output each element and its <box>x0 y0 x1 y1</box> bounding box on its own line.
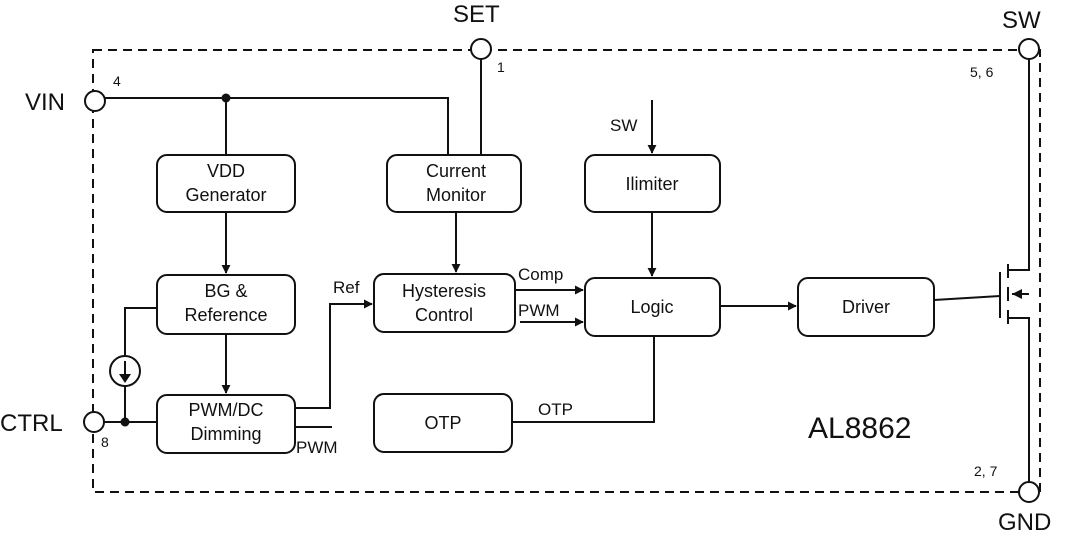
block-pwm-line2: Dimming <box>190 424 261 444</box>
block-logic-label: Logic <box>630 297 673 317</box>
block-ilimiter-label: Ilimiter <box>626 174 679 194</box>
pin-set-terminal <box>470 38 492 60</box>
pin-gnd-number: 2, 7 <box>974 463 998 479</box>
pin-gnd-label: GND <box>998 509 1051 535</box>
wire-vin-bus <box>105 97 449 155</box>
pin-set-label: SET <box>453 1 500 28</box>
current-source-icon <box>109 355 141 387</box>
block-otp-label: OTP <box>424 413 461 433</box>
signal-otp-label: OTP <box>538 400 573 419</box>
block-driver-label: Driver <box>842 297 890 317</box>
junction-ctrl <box>120 417 130 427</box>
block-pwm-line1: PWM/DC <box>189 400 264 420</box>
wire-sw-to-drain <box>1016 58 1030 271</box>
block-logic: Logic <box>584 277 721 337</box>
block-vdd: VDD Generator <box>156 154 296 213</box>
pin-ctrl-number: 8 <box>101 434 109 450</box>
pin-sw-terminal <box>1018 38 1040 60</box>
signal-pwm-out-label: PWM <box>296 438 338 457</box>
block-vdd-line1: VDD <box>207 161 245 181</box>
block-vdd-line2: Generator <box>185 185 266 205</box>
pin-ctrl-terminal <box>83 411 105 433</box>
signal-sw-label: SW <box>610 116 637 135</box>
pin-sw-number: 5, 6 <box>970 64 994 80</box>
wire-otp-to-logic <box>512 336 655 423</box>
block-hyst-line2: Control <box>415 305 473 325</box>
part-number: AL8862 <box>808 412 911 445</box>
chip-border <box>92 49 1041 493</box>
pin-vin-label: VIN <box>25 89 65 116</box>
signal-ref-label: Ref <box>333 278 360 297</box>
block-hysteresis: Hysteresis Control <box>373 273 516 333</box>
block-bg-line1: BG & <box>204 281 247 301</box>
pin-gnd-terminal <box>1018 481 1040 503</box>
block-driver: Driver <box>797 277 935 337</box>
wire-pwm-to-ref <box>295 299 373 409</box>
block-bg-reference: BG & Reference <box>156 274 296 335</box>
pin-vin-number: 4 <box>113 73 121 89</box>
pin-ctrl-label: CTRL <box>0 410 63 437</box>
block-pwm-dc: PWM/DC Dimming <box>156 394 296 454</box>
block-current-monitor: Current Monitor <box>386 154 522 213</box>
junction-vin <box>221 93 231 103</box>
block-otp: OTP <box>373 393 513 453</box>
wire-bg-to-isrc <box>124 307 157 356</box>
signal-pwm-logic-label: PWM <box>518 301 560 320</box>
mosfet-icon <box>999 264 1022 324</box>
wire-source-to-gnd <box>1016 317 1030 482</box>
pin-set-number: 1 <box>497 59 505 75</box>
block-bg-line2: Reference <box>184 305 267 325</box>
pin-sw-label: SW <box>1002 7 1041 34</box>
block-monitor-line2: Monitor <box>426 185 486 205</box>
block-hyst-line1: Hysteresis <box>402 281 486 301</box>
wire-driver-to-gate <box>933 295 1001 301</box>
pin-vin-terminal <box>84 90 106 112</box>
block-monitor-line1: Current <box>426 161 486 181</box>
signal-comp-label: Comp <box>518 265 563 284</box>
wires <box>104 58 1030 482</box>
block-ilimiter: Ilimiter <box>584 154 721 213</box>
